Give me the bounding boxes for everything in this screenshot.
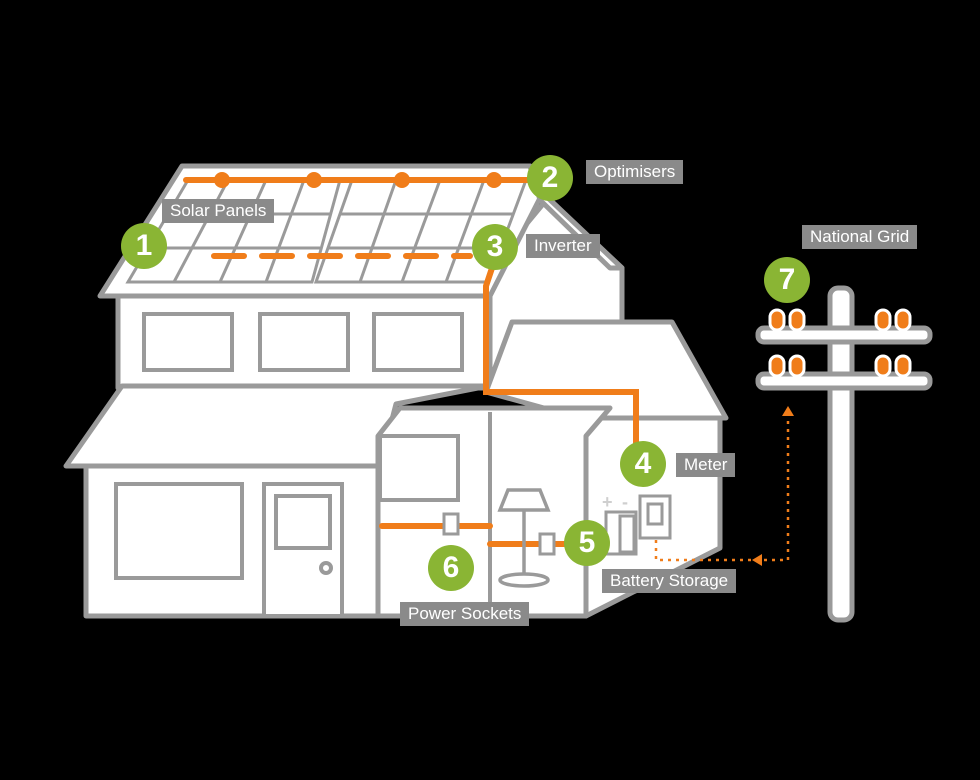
label-inverter: Inverter bbox=[526, 234, 600, 258]
label-meter: Meter bbox=[676, 453, 736, 477]
insulator-icon bbox=[768, 308, 912, 378]
window-upper-2 bbox=[258, 312, 350, 372]
optimiser-node bbox=[394, 172, 410, 188]
battery-icon bbox=[604, 510, 638, 556]
optimiser-node bbox=[486, 172, 502, 188]
window-upper-1 bbox=[142, 312, 234, 372]
arrow-left-icon bbox=[752, 554, 762, 566]
lamp-icon bbox=[497, 488, 551, 588]
label-solar-panels: Solar Panels bbox=[162, 199, 275, 223]
battery-plus-symbol: + bbox=[602, 492, 613, 512]
label-national-grid: National Grid bbox=[802, 225, 918, 249]
door-window bbox=[274, 494, 332, 550]
power-socket-icon bbox=[442, 512, 556, 556]
extension-roof bbox=[483, 319, 729, 421]
optimiser-node bbox=[214, 172, 230, 188]
badge-4: 4 bbox=[620, 441, 666, 487]
tv-screen bbox=[378, 434, 460, 502]
solar-panel-icon bbox=[125, 178, 529, 284]
badge-1: 1 bbox=[121, 223, 167, 269]
window-upper-3 bbox=[372, 312, 464, 372]
optimiser-nodes bbox=[214, 172, 502, 188]
badge-3: 3 bbox=[472, 224, 518, 270]
battery-minus-symbol: - bbox=[622, 492, 628, 512]
inverter-cable bbox=[483, 259, 639, 467]
arrow-up-icon bbox=[782, 406, 794, 416]
badge-7: 7 bbox=[764, 257, 810, 303]
grid-export-line bbox=[654, 412, 790, 562]
window-lower bbox=[114, 482, 244, 580]
utility-pole-icon bbox=[755, 285, 933, 623]
meter-icon bbox=[638, 494, 672, 540]
label-battery-storage: Battery Storage bbox=[602, 569, 737, 593]
label-power-sockets: Power Sockets bbox=[400, 602, 530, 626]
badge-5: 5 bbox=[564, 520, 610, 566]
badge-2: 2 bbox=[527, 155, 573, 201]
optimiser-node bbox=[306, 172, 322, 188]
badge-6: 6 bbox=[428, 545, 474, 591]
label-optimisers: Optimisers bbox=[586, 160, 684, 184]
door-knob bbox=[319, 561, 333, 575]
